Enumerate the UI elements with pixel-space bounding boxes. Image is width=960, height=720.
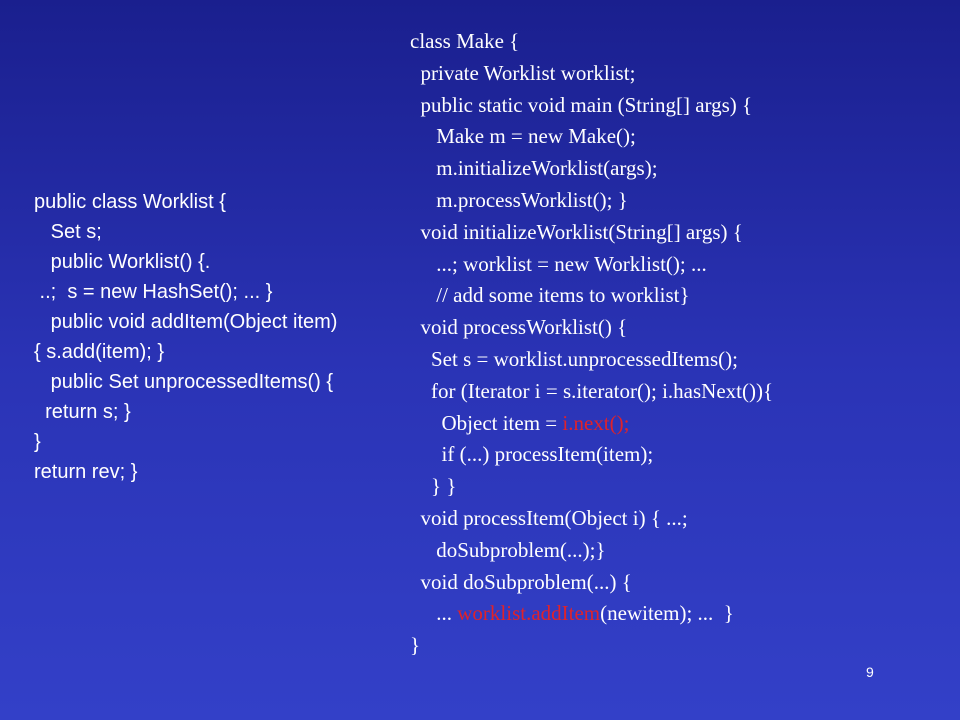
code-text: for (Iterator i = s.iterator(); i.hasNex… xyxy=(410,378,774,403)
code-line: void initializeWorklist(String[] args) { xyxy=(410,217,950,249)
make-class-code: class Make { private Worklist worklist; … xyxy=(410,26,950,662)
code-line: // add some items to worklist} xyxy=(410,280,950,312)
code-line: public void addItem(Object item) xyxy=(34,311,338,333)
code-text: class Make { xyxy=(410,29,520,53)
highlighted-code: worklist.addItem xyxy=(457,601,601,626)
code-text: Set s = worklist.unprocessedItems(); xyxy=(410,346,738,371)
code-text: void processItem(Object i) { ...; xyxy=(410,505,688,530)
code-line: void processItem(Object i) { ...; xyxy=(410,503,950,535)
code-line: } xyxy=(34,431,41,453)
code-text: if (...) processItem(item); xyxy=(410,442,654,467)
page-number: 9 xyxy=(866,664,874,680)
code-text: } xyxy=(410,633,421,658)
code-text: private Worklist worklist; xyxy=(410,60,636,85)
code-line: class Make { xyxy=(410,26,950,58)
code-line: if (...) processItem(item); xyxy=(410,439,950,471)
highlighted-code: i.next(); xyxy=(562,410,630,435)
code-text: // add some items to worklist} xyxy=(410,283,690,308)
code-line: m.processWorklist(); } xyxy=(410,185,950,217)
code-line: public class Worklist { xyxy=(34,191,226,213)
code-line: void doSubproblem(...) { xyxy=(410,567,950,599)
code-line: for (Iterator i = s.iterator(); i.hasNex… xyxy=(410,376,950,408)
code-text: Make m = new Make(); xyxy=(410,124,636,149)
code-text: void initializeWorklist(String[] args) { xyxy=(410,219,743,244)
code-line: void processWorklist() { xyxy=(410,312,950,344)
code-line: ...; worklist = new Worklist(); ... xyxy=(410,249,950,281)
code-line: { s.add(item); } xyxy=(34,341,165,363)
code-line: } } xyxy=(410,471,950,503)
code-line: return rev; } xyxy=(34,461,138,483)
code-text: void processWorklist() { xyxy=(410,315,628,340)
code-line: public Worklist() {. xyxy=(34,251,211,273)
code-line: Set s = worklist.unprocessedItems(); xyxy=(410,344,950,376)
worklist-class-code: public class Worklist { Set s; public Wo… xyxy=(34,187,414,487)
code-line: private Worklist worklist; xyxy=(410,58,950,90)
code-text: m.processWorklist(); } xyxy=(410,187,628,212)
code-line: ... worklist.addItem(newitem); ... } xyxy=(410,598,950,630)
code-line: public Set unprocessedItems() { xyxy=(34,371,334,393)
code-text: } } xyxy=(410,474,457,499)
code-text: public static void main (String[] args) … xyxy=(410,92,753,117)
code-line: } xyxy=(410,630,950,662)
code-line: m.initializeWorklist(args); xyxy=(410,153,950,185)
code-text: m.initializeWorklist(args); xyxy=(410,156,658,181)
code-line: return s; } xyxy=(34,401,131,423)
code-text: void doSubproblem(...) { xyxy=(410,569,632,594)
code-text: doSubproblem(...);} xyxy=(410,537,606,562)
code-line: doSubproblem(...);} xyxy=(410,535,950,567)
code-text: Object item = xyxy=(410,410,563,435)
code-line: public static void main (String[] args) … xyxy=(410,90,950,122)
code-line: Set s; xyxy=(34,221,102,243)
code-text: (newitem); ... } xyxy=(600,601,734,626)
code-text: ... xyxy=(410,601,458,626)
code-line: Make m = new Make(); xyxy=(410,121,950,153)
code-text: ...; worklist = new Worklist(); ... xyxy=(410,251,707,276)
code-line: Object item = i.next(); xyxy=(410,408,950,440)
code-line: ..; s = new HashSet(); ... } xyxy=(34,281,273,303)
